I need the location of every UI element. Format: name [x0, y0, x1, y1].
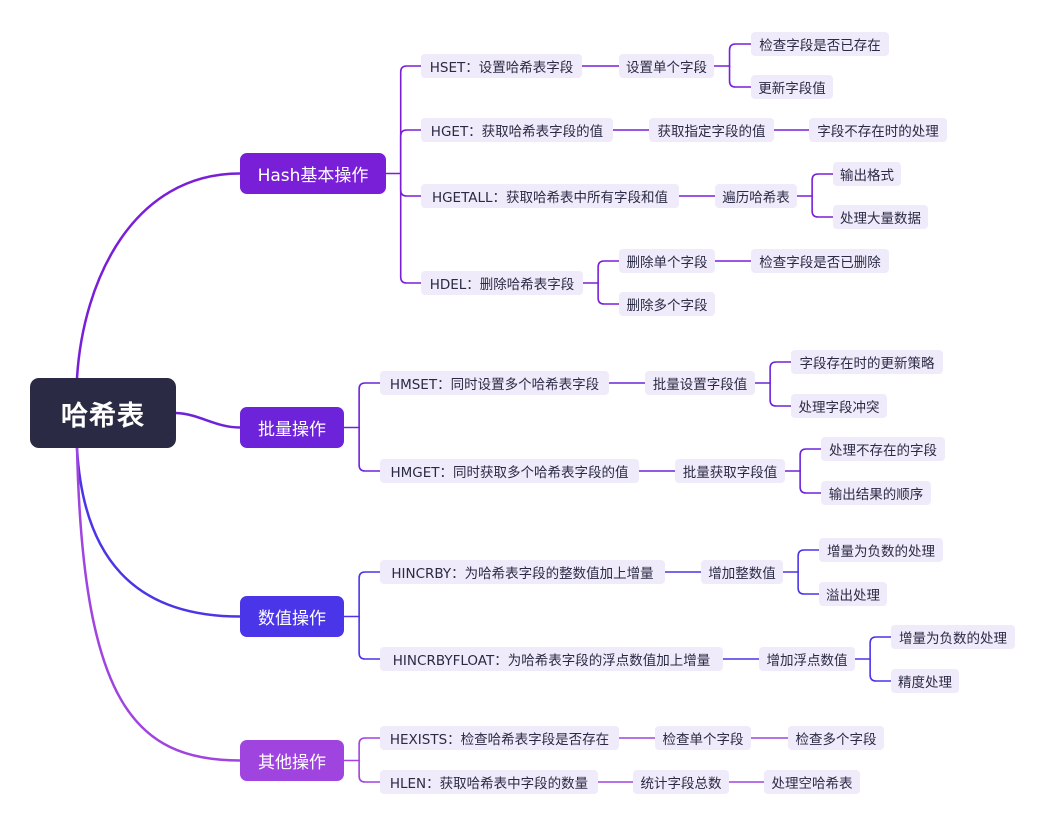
- branch-batch-ops[interactable]: 批量操作: [240, 407, 344, 448]
- branch-connector: [75, 446, 242, 762]
- node-check-field-deleted[interactable]: 检查字段是否已删除: [751, 249, 889, 273]
- branch-connector: [75, 172, 242, 380]
- node-hmset[interactable]: HMSET：同时设置多个哈希表字段: [380, 371, 609, 395]
- tree-connector: [399, 65, 422, 175]
- tree-connector: [869, 658, 892, 682]
- node-hget[interactable]: HGET：获取哈希表字段的值: [421, 118, 613, 142]
- node-delete-multiple-fields[interactable]: 删除多个字段: [619, 292, 715, 316]
- node-hincrby[interactable]: HINCRBY：为哈希表字段的整数值加上增量: [380, 560, 665, 584]
- tree-connector: [769, 382, 792, 407]
- tree-connector: [797, 571, 820, 595]
- node-precision-handling[interactable]: 精度处理: [891, 669, 959, 693]
- tree-connector: [358, 737, 381, 762]
- tree-connector: [358, 615, 381, 660]
- node-hset[interactable]: HSET：设置哈希表字段: [421, 54, 582, 78]
- node-negative-increment[interactable]: 增量为负数的处理: [819, 538, 943, 562]
- node-set-single-field[interactable]: 设置单个字段: [619, 54, 714, 78]
- tree-connector: [597, 282, 620, 305]
- node-count-fields[interactable]: 统计字段总数: [633, 770, 729, 794]
- branch-connector: [75, 446, 242, 618]
- tree-connector: [797, 549, 820, 573]
- branch-numeric-ops[interactable]: 数值操作: [240, 596, 344, 637]
- node-overflow-handling[interactable]: 溢出处理: [819, 582, 887, 606]
- branch-connector: [174, 411, 242, 429]
- node-field-missing-handling[interactable]: 字段不存在时的处理: [809, 118, 947, 142]
- branch-other-ops[interactable]: 其他操作: [240, 740, 344, 781]
- node-output-format[interactable]: 输出格式: [833, 162, 901, 186]
- tree-connector: [358, 571, 381, 618]
- tree-connector: [769, 361, 792, 384]
- node-batch-set-values[interactable]: 批量设置字段值: [645, 371, 755, 395]
- node-hlen[interactable]: HLEN：获取哈希表中字段的数量: [380, 770, 598, 794]
- node-batch-get-values[interactable]: 批量获取字段值: [675, 459, 785, 483]
- tree-connector: [811, 195, 834, 218]
- tree-connector: [399, 129, 422, 175]
- tree-connector: [358, 759, 381, 783]
- tree-connector: [597, 260, 620, 284]
- node-get-specified-field[interactable]: 获取指定字段的值: [649, 118, 774, 142]
- node-field-conflict[interactable]: 处理字段冲突: [791, 394, 887, 418]
- node-hdel[interactable]: HDEL：删除哈希表字段: [421, 271, 583, 295]
- tree-connector: [399, 172, 422, 197]
- tree-connector: [811, 173, 834, 197]
- node-increase-float[interactable]: 增加浮点数值: [759, 647, 855, 671]
- node-delete-single-field[interactable]: 删除单个字段: [619, 249, 715, 273]
- tree-connector: [358, 426, 381, 472]
- tree-connector: [799, 470, 822, 494]
- tree-connector: [728, 43, 752, 67]
- node-check-multiple-fields[interactable]: 检查多个字段: [788, 726, 884, 750]
- node-output-order[interactable]: 输出结果的顺序: [821, 481, 931, 505]
- branch-hash-basic-ops[interactable]: Hash基本操作: [240, 153, 386, 194]
- tree-connector: [728, 65, 752, 88]
- node-hincrbyfloat[interactable]: HINCRBYFLOAT：为哈希表字段的浮点数值加上增量: [380, 647, 723, 671]
- tree-connector: [358, 382, 381, 429]
- node-hgetall[interactable]: HGETALL：获取哈希表中所有字段和值: [421, 184, 679, 208]
- node-negative-increment-float[interactable]: 增量为负数的处理: [891, 625, 1015, 649]
- tree-connector: [399, 172, 422, 284]
- node-hexists[interactable]: HEXISTS：检查哈希表字段是否存在: [380, 726, 619, 750]
- root-node-hash-table[interactable]: 哈希表: [30, 378, 176, 448]
- tree-connector: [799, 448, 822, 472]
- node-check-single-field[interactable]: 检查单个字段: [655, 726, 751, 750]
- node-update-strategy[interactable]: 字段存在时的更新策略: [791, 350, 943, 374]
- node-hmget[interactable]: HMGET：同时获取多个哈希表字段的值: [380, 459, 639, 483]
- node-traverse-hash[interactable]: 遍历哈希表: [715, 184, 797, 208]
- node-empty-hash[interactable]: 处理空哈希表: [764, 770, 860, 794]
- node-increase-integer[interactable]: 增加整数值: [701, 560, 783, 584]
- node-update-field-value[interactable]: 更新字段值: [751, 75, 833, 99]
- node-handle-large-data[interactable]: 处理大量数据: [833, 205, 928, 229]
- node-missing-fields[interactable]: 处理不存在的字段: [821, 437, 945, 461]
- node-check-field-exists[interactable]: 检查字段是否已存在: [751, 32, 889, 56]
- tree-connector: [869, 636, 892, 660]
